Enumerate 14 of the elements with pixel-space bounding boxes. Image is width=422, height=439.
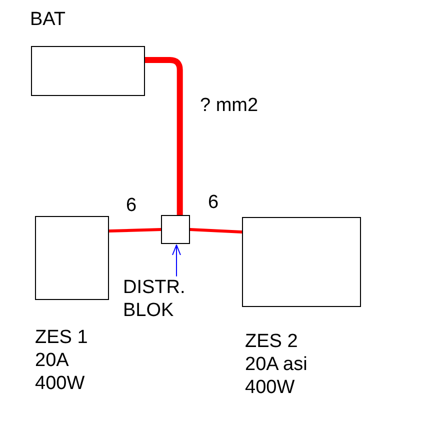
device-label: BAT [30, 8, 67, 31]
device-label: ZES 2 20A asi 400W [245, 330, 308, 399]
edge-label: 6 [208, 192, 219, 214]
device-box [242, 217, 361, 307]
block-label: DISTR. BLOK [123, 276, 195, 322]
edge-label: 6 [126, 195, 137, 217]
leader-arrow [172, 244, 181, 276]
cable-line [188, 228, 244, 234]
cable-line [108, 228, 162, 232]
device-label: ZES 1 20A 400W [35, 326, 89, 395]
distribution-block-box [161, 215, 190, 244]
edge-label: ? mm2 [200, 95, 258, 117]
device-box [31, 46, 145, 96]
device-box [35, 216, 109, 300]
